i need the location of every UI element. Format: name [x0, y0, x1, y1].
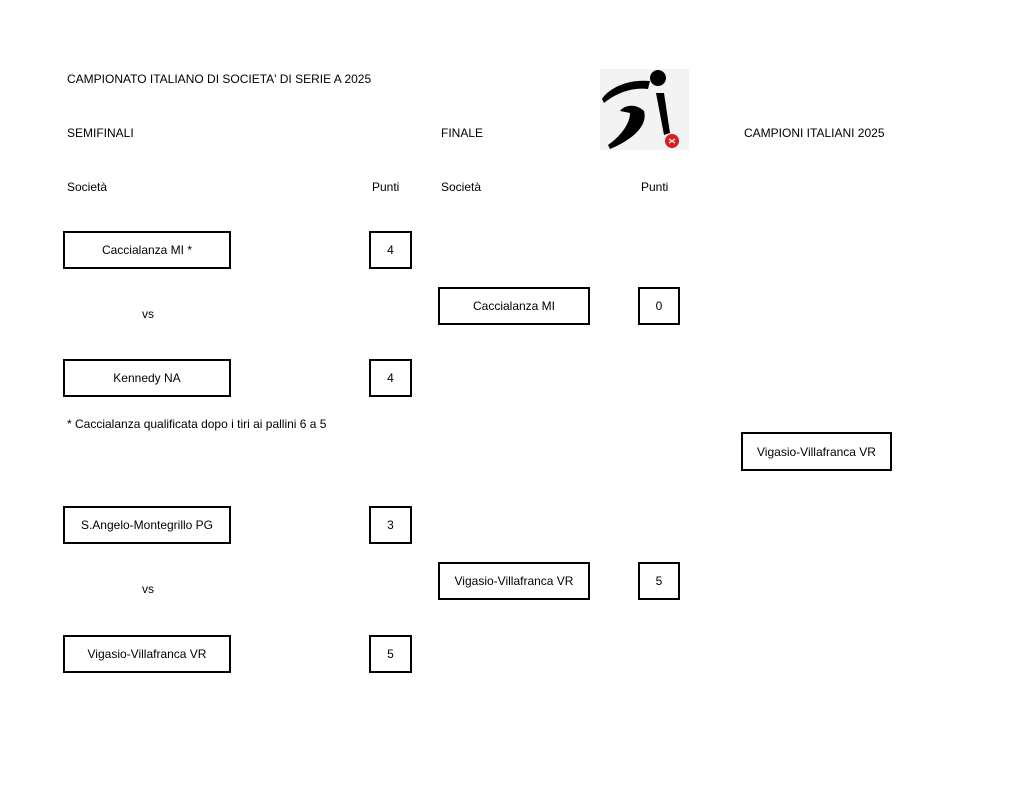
semi2-points-a: 3: [369, 506, 412, 544]
final-points-1: 0: [638, 287, 680, 325]
semi1-team-a: Caccialanza MI *: [63, 231, 231, 269]
final-points-2: 5: [638, 562, 680, 600]
semi1-points-b: 4: [369, 359, 412, 397]
page-title: CAMPIONATO ITALIANO DI SOCIETA' DI SERIE…: [67, 72, 372, 86]
champions-heading: CAMPIONI ITALIANI 2025: [744, 126, 885, 140]
semifinals-heading: SEMIFINALI: [67, 126, 134, 140]
final-points-column-header: Punti: [641, 180, 669, 194]
tiebreak-note: * Caccialanza qualificata dopo i tiri ai…: [67, 417, 327, 431]
bocce-player-logo-icon: [600, 69, 689, 150]
final-team-2: Vigasio-Villafranca VR: [438, 562, 590, 600]
final-heading: FINALE: [441, 126, 484, 140]
semi2-team-b: Vigasio-Villafranca VR: [63, 635, 231, 673]
semi1-team-b: Kennedy NA: [63, 359, 231, 397]
semis-points-column-header: Punti: [372, 180, 400, 194]
semi2-team-a: S.Angelo-Montegrillo PG: [63, 506, 231, 544]
semi2-vs: vs: [142, 582, 154, 596]
semi1-points-a: 4: [369, 231, 412, 269]
final-team-column-header: Società: [441, 180, 482, 194]
semis-team-column-header: Società: [67, 180, 108, 194]
champion-team: Vigasio-Villafranca VR: [741, 432, 892, 471]
final-team-1: Caccialanza MI: [438, 287, 590, 325]
semi2-points-b: 5: [369, 635, 412, 673]
semi1-vs: vs: [142, 307, 154, 321]
